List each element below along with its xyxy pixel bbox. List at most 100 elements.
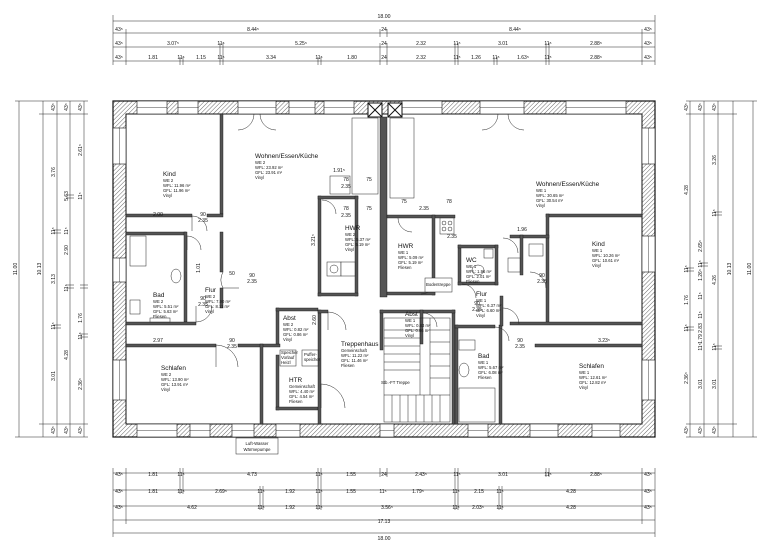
dim-label: 3.23⁵ — [598, 338, 610, 344]
dim-label: 24 — [381, 27, 387, 33]
dim-label: 11⁵ — [684, 324, 690, 331]
dim-right-inner: 10.13 — [727, 263, 733, 276]
dim-label: 3.01 — [51, 371, 57, 381]
dim-label: 11⁵ — [452, 505, 459, 511]
room-info-wohnen-l: Vinyl — [255, 175, 264, 180]
dim-label: 1.76 — [78, 313, 84, 323]
top-dimension-chains — [112, 15, 656, 65]
dim-label: 11⁵ — [64, 227, 70, 234]
room-name-schlafen-l: Schlafen — [161, 365, 186, 372]
dim-label: 4.62 — [187, 505, 197, 511]
dim-label: 11⁵ — [544, 41, 551, 47]
room-info-schlafen-l: Vinyl — [161, 387, 170, 392]
dim-label: 11⁵ — [217, 41, 224, 47]
dim-label: 2.35 — [419, 206, 429, 212]
dim-label: 75 — [401, 199, 407, 205]
dim-label: 11⁵ — [177, 472, 184, 478]
dim-label: 3.01 — [498, 41, 508, 47]
dim-label: 11⁵ — [496, 505, 503, 511]
dim-label: 78 — [343, 177, 349, 183]
room-info-hwr-r: Fliesen — [398, 265, 412, 270]
dim-label: 4.26 — [712, 275, 718, 285]
room-name-htr: HTR — [289, 377, 303, 384]
dim-label: 2.65⁵ — [698, 240, 704, 252]
dim-label: 3.01 — [698, 379, 704, 389]
dim-label: 5.25⁵ — [295, 41, 307, 47]
dim-label: 24 — [381, 472, 387, 478]
dim-label: 1.81 — [148, 489, 158, 495]
dim-label: 2.35 — [447, 234, 457, 240]
room-name-hwr-r: HWR — [398, 243, 414, 250]
room-info-hwr-l: GFL: 5.19 m² — [345, 242, 370, 247]
dim-label: 90 — [249, 273, 255, 279]
left-dimension-labels: 11.00 10.13 43⁵ 3.76 11⁵ 3.13 11⁵ 3.01 4… — [13, 103, 84, 434]
dim-label: 1.91⁵ — [333, 168, 345, 174]
dim-right-overall: 11.00 — [747, 263, 753, 276]
dim-label: 2.88⁵ — [590, 55, 602, 61]
room-info-wohnen-r: GFL: 30.54 m² — [536, 198, 564, 203]
room-info-schlafen-l: WE 2 — [161, 372, 172, 377]
dim-label: 1.55 — [346, 472, 356, 478]
note-puffer: speicher — [304, 357, 321, 362]
room-info-bad-r: WFL: 5.67 m² — [478, 365, 504, 370]
room-name-bad-r: Bad — [478, 353, 490, 360]
room-info-bad-l: WFL: 5.51 m² — [153, 304, 179, 309]
room-info-flur-l: WE 2 — [205, 294, 216, 299]
room-name-bad-l: Bad — [153, 292, 165, 299]
dim-label: 2.97 — [153, 338, 163, 344]
dim-bottom-inner: 17.13 — [378, 519, 391, 525]
dim-label: 43⁵ — [712, 103, 718, 111]
dim-label: 3.01 — [712, 379, 718, 389]
room-info-htr: Gemeinschaft — [289, 384, 316, 389]
dim-label: 2.69⁵ — [215, 489, 227, 495]
note-speicher: Vorlauf — [281, 355, 295, 360]
dim-label: 90 — [539, 273, 545, 279]
dim-left-inner: 10.13 — [37, 263, 43, 276]
dim-label: 11⁵ — [78, 332, 84, 339]
room-info-wc-r: GFL: 2.01 m² — [466, 274, 491, 279]
top-dimension-labels: 18.00 43⁵ 8.44⁵ 24 8.44⁵ 43⁵ 43⁵ 3.07⁵ 1… — [115, 14, 652, 61]
dim-label: 75 — [366, 177, 372, 183]
dim-label: 11⁵ — [492, 55, 499, 61]
dim-label: 43⁵ — [51, 426, 57, 434]
room-info-treppe: WFL: 11.22 m² — [341, 353, 369, 358]
dim-label: 2.35 — [247, 279, 257, 285]
dim-label: 11⁵ — [315, 472, 322, 478]
room-info-abst-r: WFL: 0.83 m² — [405, 323, 431, 328]
room-info-wc-r: Fliesen — [466, 279, 480, 284]
dim-label: 11⁵ — [379, 489, 386, 495]
dim-label: 11⁵ — [315, 55, 322, 61]
dim-label: 11⁵ — [78, 192, 84, 199]
room-info-hwr-l: WE 2 — [345, 232, 356, 237]
room-info-kind-r: Vinyl — [592, 263, 601, 268]
room-name-flur-l: Flur — [205, 287, 217, 294]
room-info-bad-r: GFL: 6.08 m² — [478, 370, 503, 375]
dim-label: 1.81 — [148, 472, 158, 478]
right-dimension-chains — [686, 100, 757, 438]
note-speicher: Speicher — [281, 350, 299, 355]
room-info-abst-r: GFL: 0.86 m² — [405, 328, 430, 333]
dim-label: 43⁵ — [644, 505, 652, 511]
dim-label: 4.73 — [247, 472, 257, 478]
dim-label: 43⁵ — [698, 426, 704, 434]
dim-label: 90 — [474, 301, 480, 307]
dim-label: 11⁵ — [712, 209, 718, 216]
dim-label: 11⁵ — [698, 292, 704, 299]
room-info-schlafen-l: WFL: 13.90 m² — [161, 377, 189, 382]
dim-label: 78 — [446, 199, 452, 205]
room-info-flur-l: WFL: 7.90 m² — [205, 299, 231, 304]
dim-label: 90 — [229, 338, 235, 344]
room-info-abst-r: WE 1 — [405, 318, 416, 323]
room-info-bad-r: Fliesen — [478, 375, 492, 380]
room-info-abst-l: WFL: 0.82 m² — [283, 327, 309, 332]
note-speicher: Heizl — [281, 360, 291, 365]
room-name-abst-r: Abst — [405, 311, 418, 318]
dim-label: 8.44⁵ — [247, 27, 259, 33]
room-info-hwr-r: WE 1 — [398, 250, 409, 255]
room-name-treppe: Treppenhaus — [341, 341, 378, 348]
dim-label: 2.88⁵ — [590, 472, 602, 478]
room-info-flur-r: Vinyl — [476, 313, 485, 318]
dim-label: 11⁵ — [698, 311, 704, 318]
dim-label: 43⁵ — [115, 505, 123, 511]
room-info-treppe: Gemeinschaft — [341, 348, 368, 353]
